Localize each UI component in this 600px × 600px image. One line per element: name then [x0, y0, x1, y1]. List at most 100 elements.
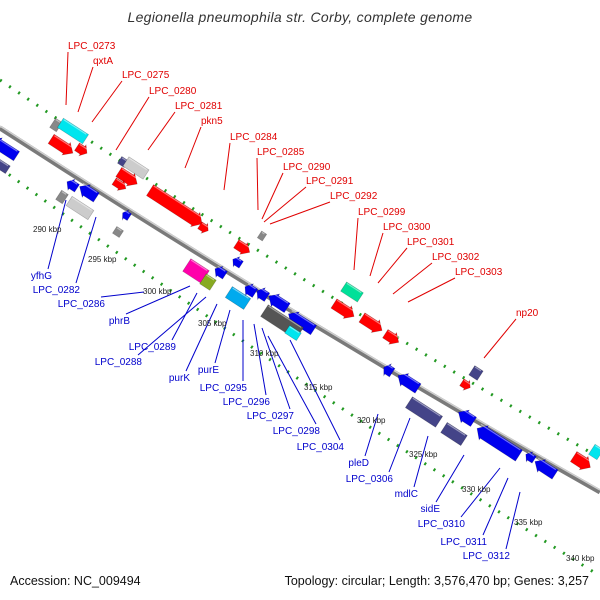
reverse-gene-label: LPC_0289	[129, 342, 177, 353]
tick-label: 305 kbp	[198, 319, 227, 328]
genome-backbone	[0, 125, 600, 495]
reverse-gene-label: LPC_0282	[33, 285, 81, 296]
gene-feature[interactable]	[230, 254, 245, 270]
outer-guide-line	[0, 78, 600, 460]
gene-feature[interactable]	[459, 377, 474, 393]
reverse-gene-label: LPC_0312	[463, 551, 511, 562]
gene-feature[interactable]	[380, 361, 396, 378]
reverse-gene-label: LPC_0311	[440, 537, 487, 548]
reverse-gene-label: LPC_0306	[346, 474, 394, 485]
gene-feature[interactable]	[468, 365, 484, 381]
gene-feature[interactable]	[381, 328, 402, 348]
gene-feature[interactable]	[47, 133, 77, 160]
reverse-gene-label: LPC_0295	[200, 383, 248, 394]
forward-gene-label: LPC_0280	[149, 86, 197, 97]
reverse-gene-label: phrB	[109, 316, 130, 327]
map-title: Legionella pneumophila str. Corby, compl…	[127, 9, 473, 25]
reverse-gene-label: LPC_0288	[95, 357, 143, 368]
gene-feature[interactable]	[57, 117, 89, 145]
gene-feature[interactable]	[0, 134, 21, 163]
reverse-gene-label: purK	[169, 373, 190, 384]
gene-feature[interactable]	[340, 281, 364, 303]
accession-text: Accession: NC_009494	[10, 574, 141, 588]
gene-feature[interactable]	[115, 166, 142, 191]
forward-gene-label: LPC_0302	[432, 252, 480, 263]
tick-label: 335 kbp	[514, 518, 543, 527]
reverse-gene-label: LPC_0310	[418, 519, 466, 530]
gene-feature[interactable]	[472, 421, 523, 462]
gene-feature[interactable]	[199, 273, 217, 291]
gene-feature[interactable]	[122, 156, 150, 180]
gene-feature[interactable]	[253, 285, 271, 303]
gene-feature[interactable]	[256, 230, 268, 242]
gene-feature[interactable]	[224, 286, 252, 310]
gene-feature[interactable]	[588, 443, 600, 461]
forward-gene-label: LPC_0284	[230, 132, 278, 143]
gene-feature[interactable]	[49, 117, 63, 133]
inner-guide-line	[0, 166, 600, 578]
tick-label: 340 kbp	[566, 554, 595, 563]
gene-feature[interactable]	[531, 455, 559, 481]
gene-feature[interactable]	[111, 176, 129, 194]
gene-feature[interactable]	[330, 297, 358, 323]
forward-gene-label: LPC_0273	[68, 41, 116, 52]
forward-gene-label: LPC_0303	[455, 267, 503, 278]
tick-label: 330 kbp	[462, 485, 491, 494]
reverse-gene-label: LPC_0286	[58, 299, 106, 310]
gene-feature[interactable]	[454, 406, 477, 428]
forward-gene-label: LPC_0301	[407, 237, 455, 248]
reverse-gene-label: LPC_0296	[223, 397, 271, 408]
gene-feature[interactable]	[119, 208, 132, 222]
reverse-gene-label: purE	[198, 365, 219, 376]
tick-label: 290 kbp	[33, 225, 62, 234]
gene-feature[interactable]	[65, 195, 95, 221]
forward-gene-label: LPC_0291	[306, 176, 354, 187]
label-leaders	[47, 51, 521, 550]
reverse-gene-label: sidE	[421, 504, 441, 515]
gene-feature[interactable]	[112, 226, 124, 238]
reverse-gene-label: pleD	[348, 458, 369, 469]
forward-gene-label: qxtA	[93, 56, 113, 67]
forward-gene-label: LPC_0300	[383, 222, 431, 233]
tick-label: 300 kbp	[143, 287, 172, 296]
gene-features	[0, 117, 600, 481]
tick-label: 295 kbp	[88, 255, 117, 264]
forward-gene-label: LPC_0299	[358, 207, 406, 218]
gene-feature[interactable]	[358, 311, 386, 337]
gene-feature[interactable]	[241, 281, 259, 299]
gene-feature[interactable]	[523, 449, 538, 465]
gene-feature[interactable]	[569, 450, 594, 474]
forward-gene-label: LPC_0290	[283, 162, 331, 173]
gene-feature[interactable]	[284, 324, 302, 342]
gene-feature[interactable]	[63, 176, 80, 193]
topology-text: Topology: circular; Length: 3,576,470 bp…	[284, 574, 589, 588]
tick-label: 320 kbp	[357, 416, 386, 425]
tick-label: 315 kbp	[304, 383, 333, 392]
gene-feature[interactable]	[0, 157, 11, 175]
gene-feature[interactable]	[145, 183, 206, 231]
forward-gene-label: pkn5	[201, 116, 223, 127]
gene-feature[interactable]	[404, 396, 444, 428]
reverse-gene-label: LPC_0304	[297, 442, 345, 453]
reverse-gene-label: LPC_0297	[247, 411, 295, 422]
gene-feature[interactable]	[232, 238, 253, 258]
tick-label: 325 kbp	[409, 450, 438, 459]
gene-feature[interactable]	[265, 290, 292, 315]
gene-feature[interactable]	[197, 220, 212, 236]
tick-label: 310 kbp	[250, 349, 279, 358]
reverse-gene-label: mdlC	[395, 489, 418, 500]
position-ticks: 290 kbp 295 kbp 300 kbp 305 kbp 310 kbp 315 k…	[33, 225, 595, 563]
gene-feature[interactable]	[73, 141, 90, 158]
gene-feature[interactable]	[394, 369, 422, 395]
forward-gene-label: LPC_0285	[257, 147, 305, 158]
reverse-gene-labels: yfhGLPC_0282LPC_0286phrBLPC_0289LPC_0288…	[31, 271, 511, 562]
gene-feature[interactable]	[55, 189, 69, 205]
gene-feature[interactable]	[440, 422, 468, 446]
forward-gene-label: LPC_0275	[122, 70, 170, 81]
gene-feature[interactable]	[211, 263, 228, 280]
forward-gene-label: LPC_0281	[175, 101, 223, 112]
gene-feature[interactable]	[76, 180, 101, 203]
reverse-gene-label: LPC_0298	[273, 426, 321, 437]
